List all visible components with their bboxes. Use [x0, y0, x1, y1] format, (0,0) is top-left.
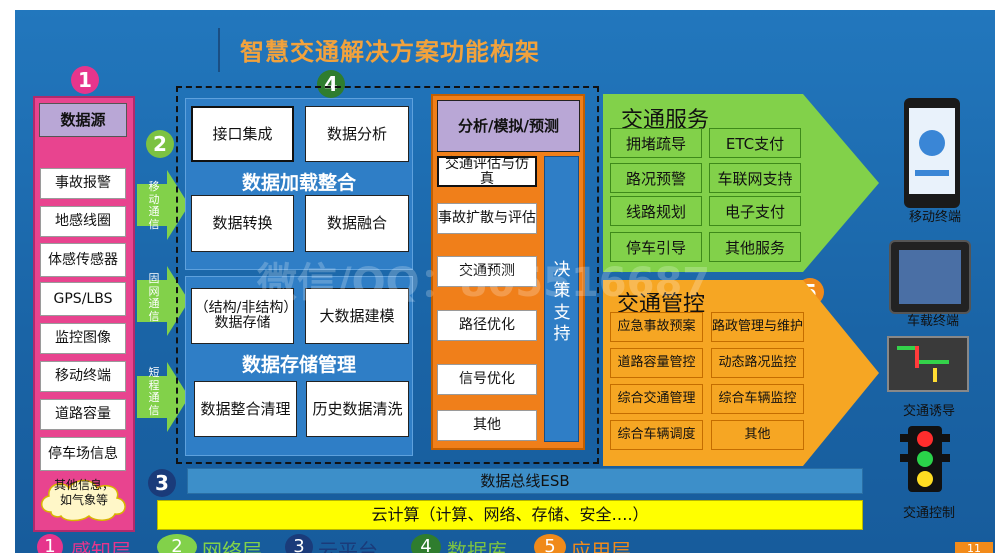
control-item: 综合车辆监控: [711, 384, 804, 414]
load-item: 数据融合: [305, 195, 409, 252]
control-item: 其他: [711, 420, 804, 450]
legend-label: 感知层: [71, 539, 131, 553]
badge-2: 2: [146, 130, 174, 158]
link-label-fixed: 固网通信: [148, 272, 160, 323]
legend-label: 数据库: [447, 539, 507, 553]
slide: 智慧交通解决方案功能构架 1 2 4 3 5 数据源 事故报警 地感线圈 体感传…: [15, 10, 995, 553]
window-top-strip: [0, 0, 1008, 10]
control-item: 综合车辆调度: [610, 420, 703, 450]
datasource-item: 地感线圈: [40, 206, 126, 237]
control-item: 应急事故预案: [610, 312, 703, 342]
control-item: 路政管理与维护: [711, 312, 804, 342]
legend-label: 网络层: [202, 539, 262, 553]
control-item: 综合交通管理: [610, 384, 703, 414]
terminal-label: 交通诱导: [902, 404, 955, 419]
legend-badge-2: 2: [157, 534, 197, 553]
load-heading: 数据加载整合: [241, 172, 356, 194]
datasource-item: GPS/LBS: [40, 282, 126, 316]
control-item: 动态路况监控: [711, 348, 804, 378]
terminal-label: 移动终端: [908, 210, 961, 225]
storage-item: （结构/非结构）数据存储: [191, 288, 294, 344]
analysis-item: 路径优化: [437, 310, 537, 341]
service-item: ETC支付: [709, 128, 801, 158]
datasource-item: 移动终端: [40, 361, 126, 392]
load-item: 数据分析: [305, 106, 409, 162]
datasource-header: 数据源: [39, 103, 127, 137]
datasource-item: 道路容量: [40, 399, 126, 430]
control-item: 道路容量管控: [610, 348, 703, 378]
cloud-shape: [37, 476, 131, 522]
service-item: 路况预警: [610, 163, 702, 193]
storage-item: 历史数据清洗: [306, 381, 409, 437]
analysis-item: 其他: [437, 410, 537, 441]
decision-label: 决策支持: [553, 260, 571, 344]
legend-label: 应用层: [571, 539, 631, 553]
cloud-text: 其他信息，如气象等: [53, 478, 114, 507]
service-item: 拥堵疏导: [610, 128, 702, 158]
watermark: 微信/QQ：805516687: [257, 260, 711, 306]
link-label-short: 短程通信: [148, 366, 160, 417]
service-item: 车联网支持: [709, 163, 801, 193]
page-number: 11: [955, 542, 993, 553]
analysis-heading: 分析/模拟/预测: [437, 100, 580, 152]
title-divider: [218, 28, 220, 72]
datasource-item: 体感传感器: [40, 243, 126, 277]
legend-badge-5: 5: [534, 534, 566, 553]
traffic-light-icon: [898, 424, 952, 494]
service-item: 其他服务: [709, 232, 801, 262]
service-item: 电子支付: [709, 196, 801, 226]
analysis-item: 信号优化: [437, 364, 537, 395]
badge-1: 1: [71, 66, 99, 94]
storage-item: 大数据建模: [305, 288, 409, 344]
analysis-item: 事故扩散与评估: [437, 203, 537, 234]
legend-label: 云平台: [318, 539, 378, 553]
analysis-item: 交通预测: [437, 256, 537, 287]
mobile-terminal-image: [904, 98, 960, 208]
legend-badge-1: 1: [37, 534, 63, 553]
vehicle-terminal-image: [889, 240, 971, 314]
storage-heading: 数据存储管理: [241, 354, 356, 376]
datasource-item: 事故报警: [40, 168, 126, 199]
storage-item: 数据整合清理: [194, 381, 297, 437]
link-label-mobile: 移动通信: [148, 180, 160, 231]
load-item: 接口集成: [191, 106, 294, 162]
decision-bar: [544, 156, 579, 442]
badge-3: 3: [148, 469, 176, 497]
load-item: 数据转换: [191, 195, 294, 252]
guidance-sign-image: [887, 336, 969, 392]
cloud-bar: 云计算（计算、网络、存储、安全….）: [157, 500, 863, 530]
service-item: 线路规划: [610, 196, 702, 226]
legend-badge-4: 4: [411, 534, 441, 553]
datasource-item: 监控图像: [40, 323, 126, 354]
database-frame: [176, 86, 599, 464]
terminal-label: 交通控制: [902, 506, 955, 521]
service-item: 停车引导: [610, 232, 702, 262]
page-title: 智慧交通解决方案功能构架: [240, 38, 540, 66]
badge-4: 4: [317, 70, 345, 98]
datasource-item: 停车场信息: [40, 437, 126, 471]
terminal-label: 车载终端: [906, 314, 959, 329]
analysis-item: 交通评估与仿真: [437, 156, 537, 187]
esb-bar: 数据总线ESB: [187, 468, 863, 494]
legend-badge-3: 3: [285, 534, 313, 553]
